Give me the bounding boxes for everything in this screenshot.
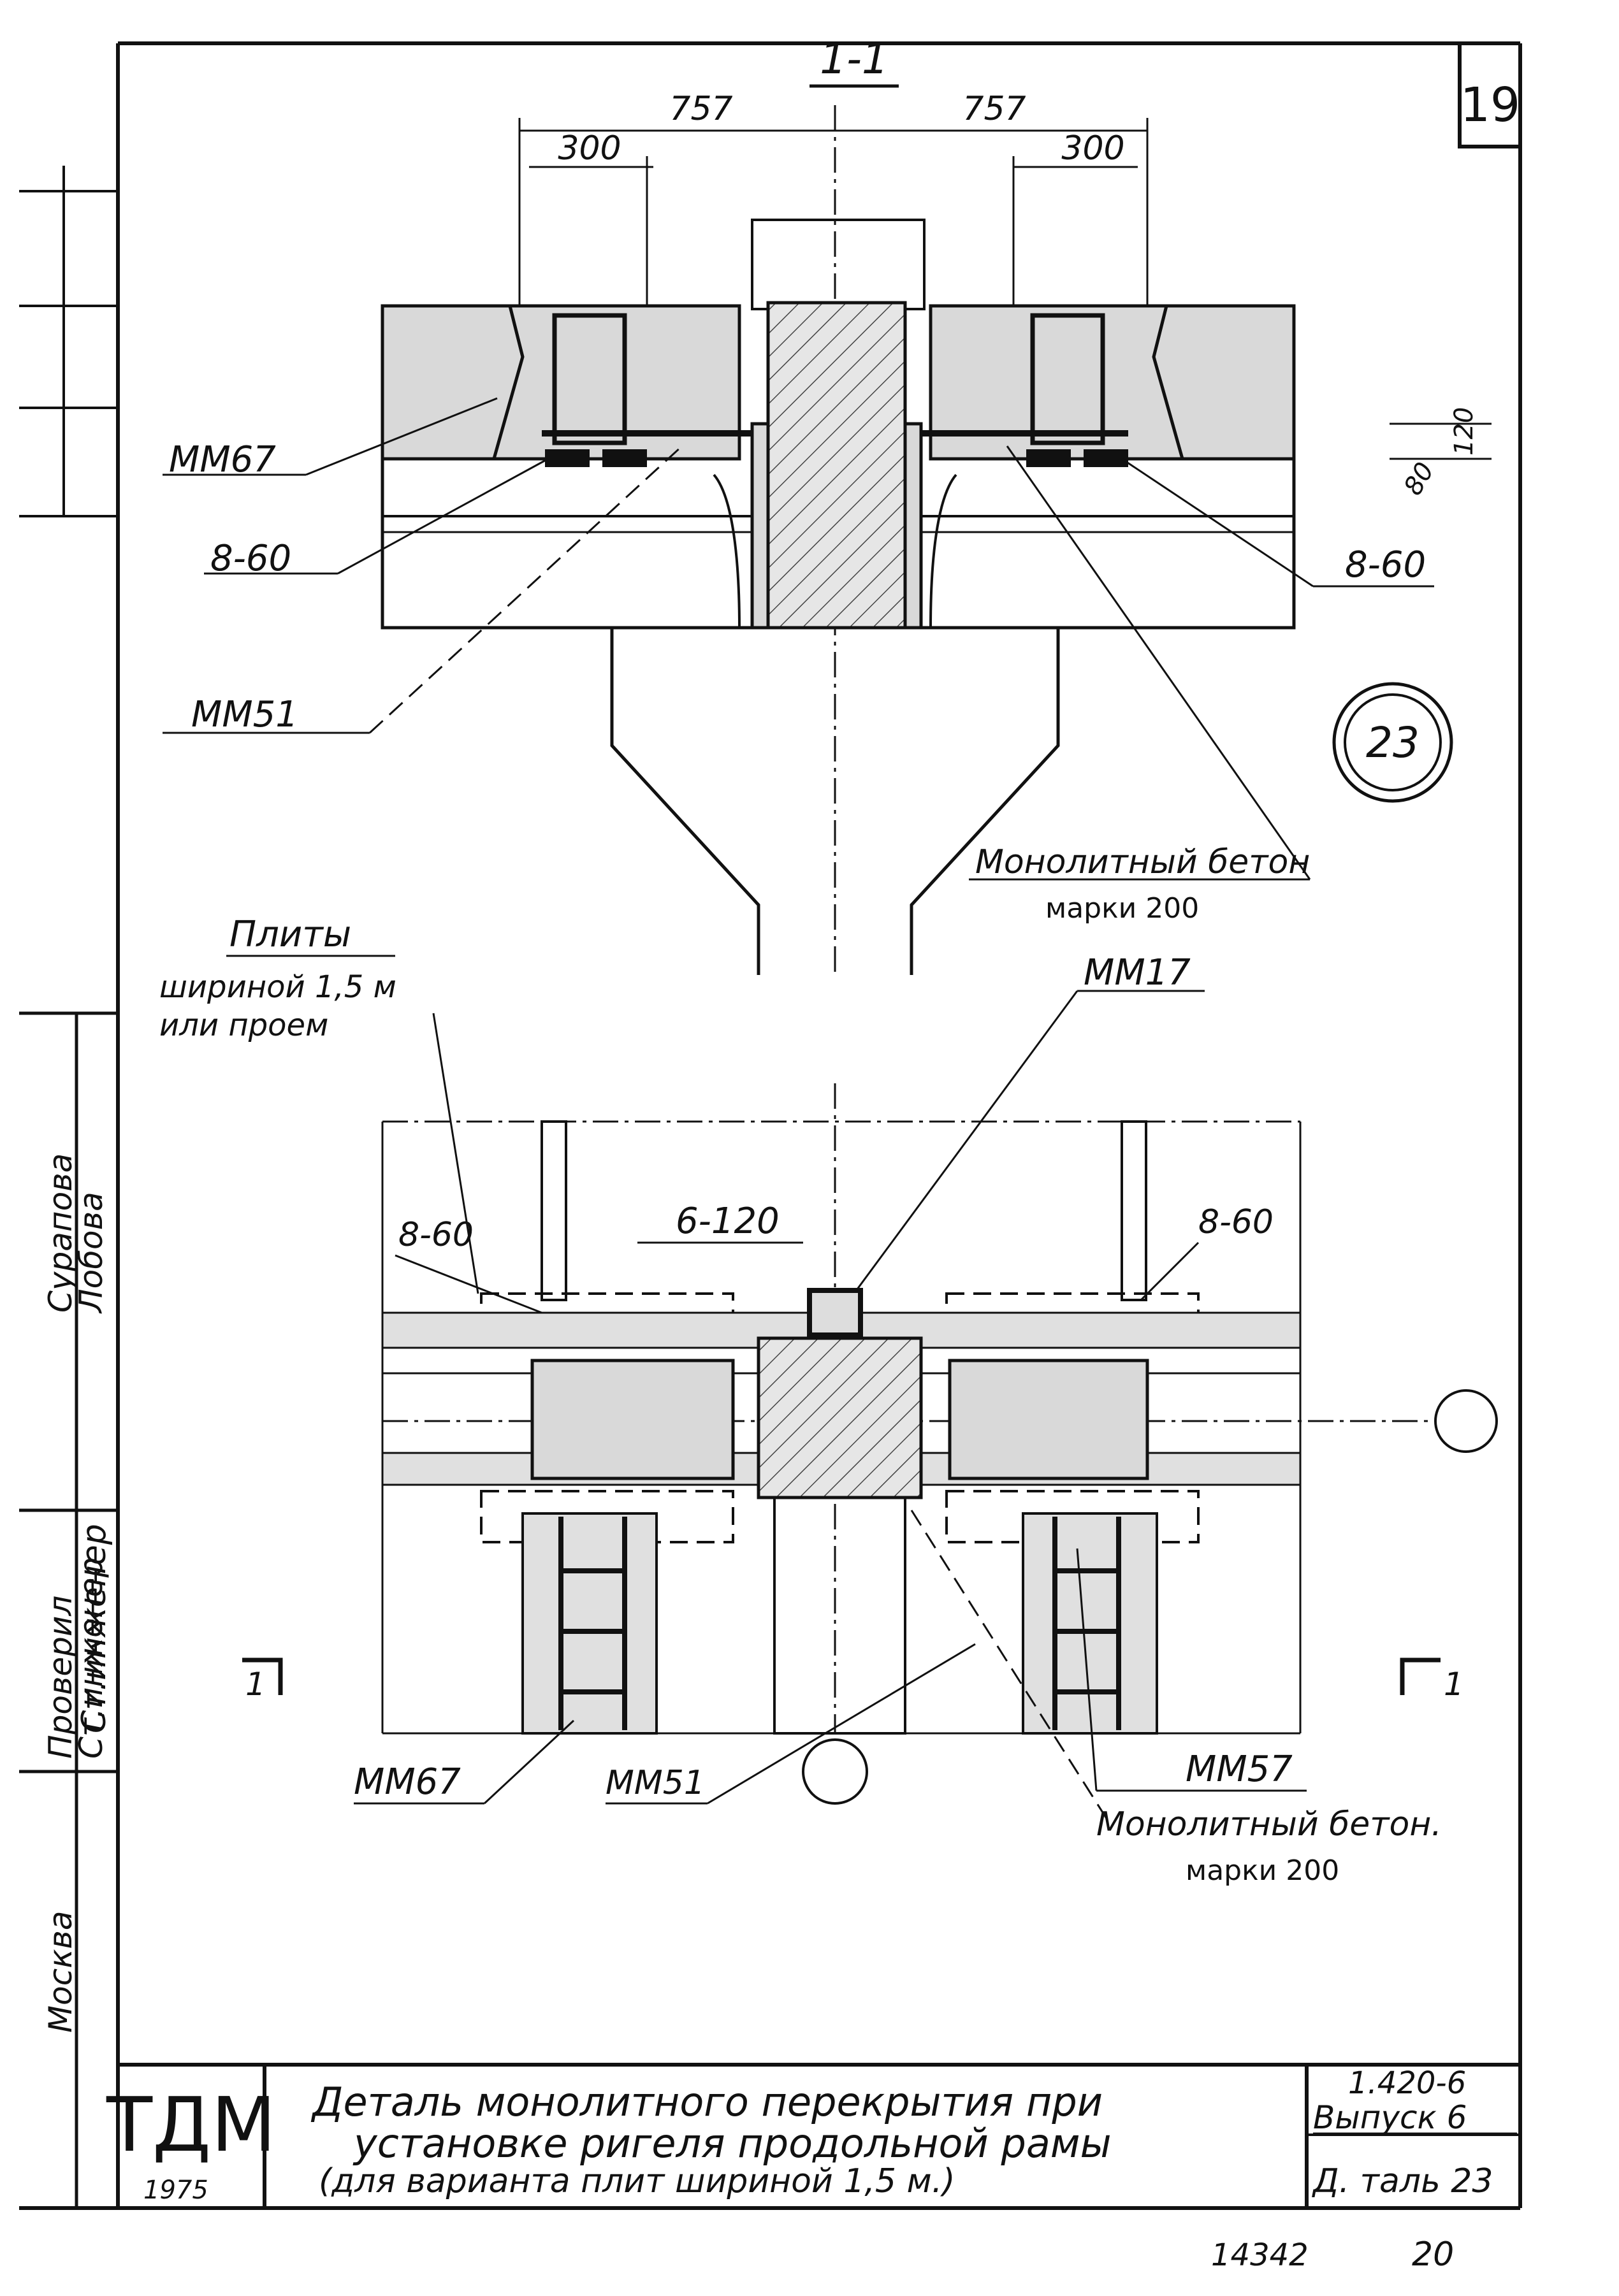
label-weld-right-plan: 8-60 bbox=[1198, 1203, 1274, 1241]
label-mm57-plan: ММ57 bbox=[1186, 1749, 1293, 1790]
concrete-plan-line2: марки 200 bbox=[1186, 1854, 1339, 1887]
dim-right-inner: 300 bbox=[1061, 129, 1124, 168]
bottom-number: 14342 bbox=[1211, 2237, 1309, 2273]
concrete-top-line1: Монолитный бетон bbox=[975, 843, 1310, 881]
title-line1: Деталь монолитного перекрытия при bbox=[310, 2079, 1103, 2125]
detail-ref: Д. таль 23 bbox=[1312, 2162, 1493, 2200]
plan-view: Плиты шириной 1,5 м или проем ММ17 bbox=[159, 914, 1498, 1887]
stamp-name1: Лобова bbox=[73, 1192, 110, 1314]
dim-right-outer: 757 bbox=[962, 90, 1026, 128]
title-line3: (для варианта плит шириной 1,5 м.) bbox=[319, 2162, 955, 2200]
cut-right: 1 bbox=[1444, 1666, 1464, 1703]
label-6-120: 6-120 bbox=[676, 1201, 780, 1242]
section-label: 1-1 bbox=[820, 34, 889, 83]
logo-tdm: ТДМ bbox=[106, 2081, 276, 2169]
label-mm51-top: ММ51 bbox=[191, 694, 298, 735]
stamp-role2: Проверил bbox=[42, 1596, 79, 1759]
stamp-texts: Ст.инженер Проверил Лобова Сурапова Моск… bbox=[42, 1153, 110, 2033]
label-mm51-plan: ММ51 bbox=[606, 1764, 705, 1802]
dim-left-inner: 300 bbox=[558, 129, 621, 168]
series: 1.420-6 bbox=[1348, 2065, 1466, 2101]
label-mm67-plan: ММ67 bbox=[354, 1761, 461, 1803]
sheet-frame bbox=[19, 41, 1522, 2210]
concrete-plan-line1: Монолитный бетон. bbox=[1096, 1805, 1442, 1844]
title-line2: установке ригеля продольной рамы bbox=[352, 2120, 1112, 2167]
label-weld-left-top: 8-60 bbox=[210, 538, 291, 579]
stamp-org: Москва bbox=[42, 1910, 79, 2033]
stamp-name2: Сурапова bbox=[42, 1153, 79, 1313]
dim-left-outer: 757 bbox=[669, 90, 732, 128]
title-block: ТДМ 1975 Деталь монолитного перекрытия п… bbox=[106, 2063, 1520, 2274]
dim-120: 120 bbox=[1449, 407, 1479, 456]
bottom-page: 20 bbox=[1412, 2235, 1454, 2274]
label-weld-right-top: 8-60 bbox=[1345, 544, 1426, 586]
sheet-number: 19 bbox=[1460, 78, 1520, 133]
cut-left: 1 bbox=[245, 1666, 266, 1703]
slabs-line3: или проем bbox=[159, 1007, 328, 1043]
sheet-number-box: 19 bbox=[1458, 43, 1520, 148]
slabs-line1: Плиты bbox=[229, 914, 351, 955]
label-weld-left-plan: 8-60 bbox=[398, 1216, 474, 1254]
dim-80: 80 bbox=[1398, 458, 1440, 500]
issue: Выпуск 6 bbox=[1313, 2099, 1467, 2136]
slabs-line2: шириной 1,5 м bbox=[159, 969, 396, 1005]
label-mm17: ММ17 bbox=[1084, 952, 1191, 993]
section-1-1: 1-1 757 757 300 300 bbox=[163, 34, 1492, 975]
node-number: 23 bbox=[1366, 718, 1419, 767]
concrete-top-line2: марки 200 bbox=[1045, 892, 1199, 925]
stamp-role1: Ст.инженер bbox=[73, 1557, 110, 1759]
side-stamp: Ст.инженер bbox=[19, 166, 118, 2208]
year: 1975 bbox=[143, 2176, 208, 2205]
stamp-role-1: Ст.инженер bbox=[75, 1524, 113, 1733]
label-mm67-top: ММ67 bbox=[169, 439, 276, 480]
